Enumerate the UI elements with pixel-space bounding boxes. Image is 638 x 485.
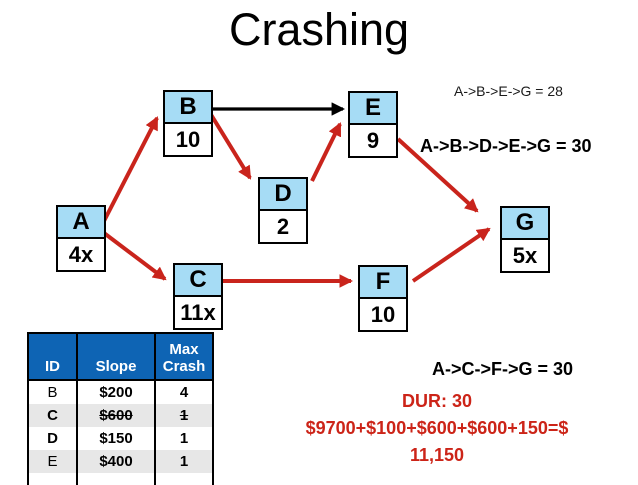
node-G-label: G xyxy=(502,208,548,240)
cell-id: B xyxy=(27,380,78,404)
cell-slope: $150 xyxy=(76,427,156,450)
cost-sum-line2: 11,150 xyxy=(409,445,465,465)
arrow-A-B xyxy=(101,116,159,224)
cell-slope: $200 xyxy=(76,380,156,404)
node-D-label: D xyxy=(260,179,306,211)
cost-sum-line1: $9700+$100+$600+$600+150=$ xyxy=(305,418,569,438)
node-G: G 5x xyxy=(500,206,550,273)
node-A: A 4x xyxy=(56,205,106,272)
cell-id: C xyxy=(27,404,78,427)
table-row-E: E $400 1 xyxy=(27,450,214,473)
node-C: C 11x xyxy=(173,263,223,330)
table-row-B: B $200 4 xyxy=(27,380,214,404)
node-C-label: C xyxy=(175,265,221,297)
crash-table: ID Slope Max Crash B $200 4 C $600 1 D $… xyxy=(27,332,214,485)
node-E-label: E xyxy=(350,93,396,125)
crash-result-block: DUR: 30 $9700+$100+$600+$600+150=$ 11,15… xyxy=(243,388,631,469)
node-F-value: 10 xyxy=(360,299,406,330)
cell-max-crash: 4 xyxy=(154,380,214,404)
duration-text: DUR: 30 xyxy=(401,391,472,411)
cell-max-crash: 1 xyxy=(154,404,214,427)
node-B-label: B xyxy=(165,92,211,124)
node-D: D 2 xyxy=(258,177,308,244)
node-G-value: 5x xyxy=(502,240,548,271)
cell-slope: $600 xyxy=(76,404,156,427)
header-id: ID xyxy=(27,332,78,381)
node-D-value: 2 xyxy=(260,211,306,242)
node-F-label: F xyxy=(360,267,406,299)
cell-id: D xyxy=(27,427,78,450)
path-label-ABDEG: A->B->D->E->G = 30 xyxy=(420,136,592,156)
node-E-value: 9 xyxy=(350,125,396,156)
table-row-C: C $600 1 xyxy=(27,404,214,427)
node-E: E 9 xyxy=(348,91,398,158)
cell-max-crash: 1 xyxy=(154,427,214,450)
node-F: F 10 xyxy=(358,265,408,332)
crash-table-header-row: ID Slope Max Crash xyxy=(27,332,214,381)
table-row-partial xyxy=(27,473,214,485)
cell-slope: $400 xyxy=(76,450,156,473)
table-row-D: D $150 1 xyxy=(27,427,214,450)
arrow-F-G xyxy=(411,227,491,283)
arrow-B-D xyxy=(208,111,252,180)
header-max-crash: Max Crash xyxy=(154,332,214,381)
node-A-value: 4x xyxy=(58,239,104,270)
arrow-D-E xyxy=(310,122,342,182)
arrow-A-C xyxy=(102,231,167,281)
slide-title: Crashing xyxy=(228,4,410,55)
cell-max-crash: 1 xyxy=(154,450,214,473)
node-B-value: 10 xyxy=(165,124,211,155)
node-B: B 10 xyxy=(163,90,213,157)
header-slope: Slope xyxy=(76,332,156,381)
node-A-label: A xyxy=(58,207,104,239)
cell-id: E xyxy=(27,450,78,473)
path-label-ABEG: A->B->E->G = 28 xyxy=(454,83,563,99)
path-label-ACFG: A->C->F->G = 30 xyxy=(432,359,574,379)
node-C-value: 11x xyxy=(175,297,221,328)
